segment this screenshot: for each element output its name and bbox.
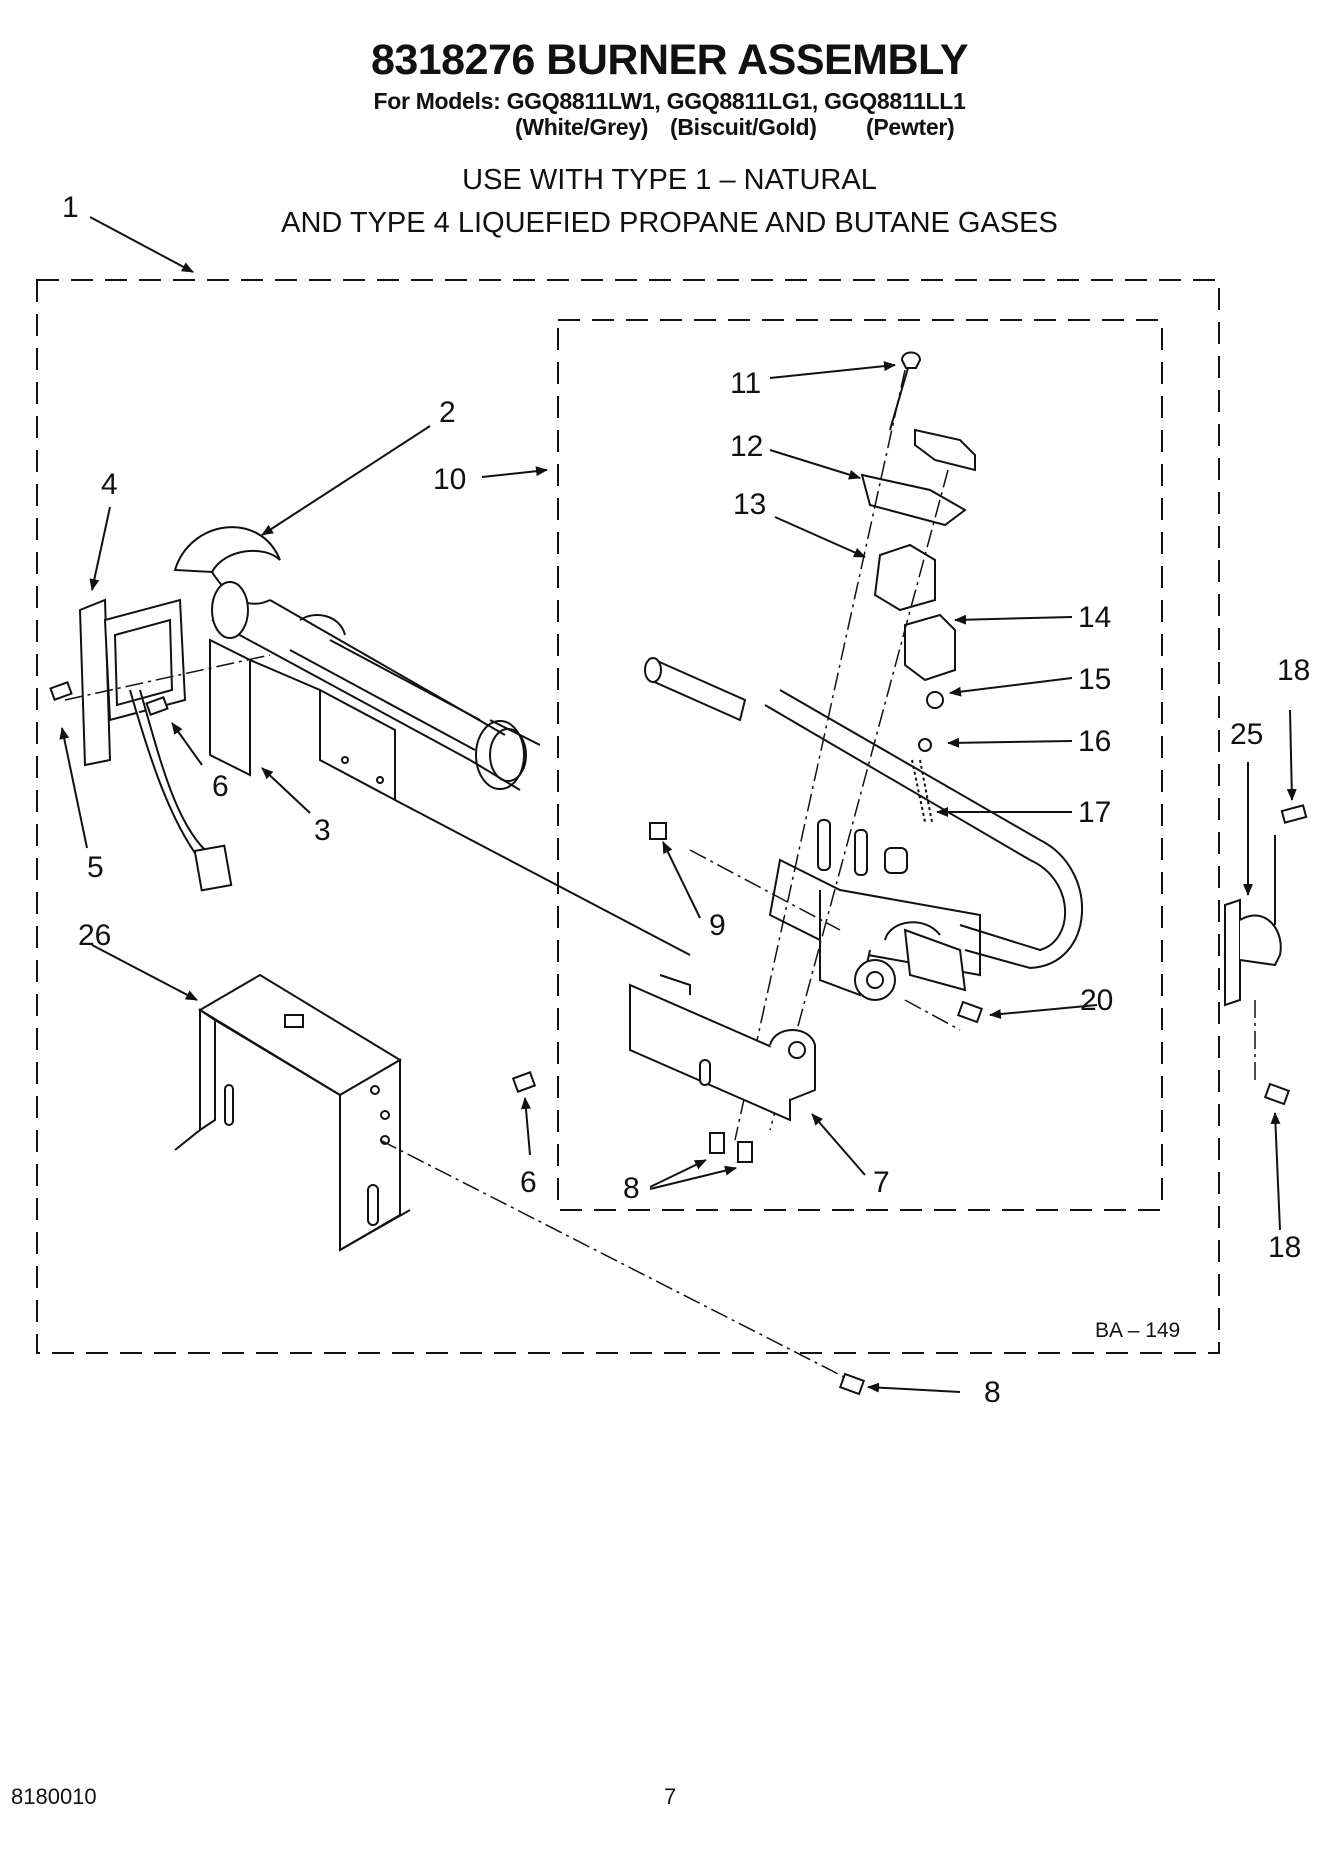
callout-12: 12 — [730, 430, 763, 463]
outer-assembly-boundary — [36, 279, 1220, 1354]
igniter-bracket — [78, 598, 233, 892]
usage-line-2: AND TYPE 4 LIQUEFIED PROPANE AND BUTANE … — [281, 207, 1058, 239]
mounting-bracket — [174, 973, 411, 1252]
callout-11: 11 — [730, 367, 761, 400]
callout-2: 2 — [439, 396, 456, 429]
burner-tube — [173, 526, 541, 791]
color-pewter: (Pewter) — [866, 114, 955, 140]
inner-valve-boundary — [557, 319, 1163, 1211]
callout-25: 25 — [1230, 718, 1263, 751]
callout-26: 26 — [78, 919, 111, 952]
callout-8-center: 8 — [623, 1172, 640, 1205]
callout-7: 7 — [873, 1166, 890, 1199]
coil-stack — [860, 351, 976, 823]
orifice-tube — [644, 657, 747, 722]
callout-16: 16 — [1078, 725, 1111, 758]
callout-5: 5 — [87, 851, 104, 884]
callout-4: 4 — [101, 468, 118, 501]
callout-17: 17 — [1078, 796, 1111, 829]
callout-10: 10 — [433, 463, 466, 496]
page-number: 7 — [664, 1784, 677, 1809]
callout-6-center: 6 — [520, 1166, 537, 1199]
flame-sensor-clip — [1224, 835, 1282, 1007]
callout-15: 15 — [1078, 663, 1111, 696]
figure-code: BA – 149 — [1095, 1319, 1180, 1342]
alignment-lines — [64, 369, 1256, 1381]
page-title: 8318276 BURNER ASSEMBLY — [370, 36, 969, 84]
callout-18-bottom: 18 — [1268, 1231, 1301, 1264]
leader-lines — [59, 216, 1297, 1393]
callout-9: 9 — [709, 909, 726, 942]
color-biscuit-gold: (Biscuit/Gold) — [670, 114, 817, 140]
color-white-grey: (White/Grey) — [515, 114, 649, 140]
callout-1: 1 — [62, 191, 79, 224]
models-line: For Models: GGQ8811LW1, GGQ8811LG1, GGQ8… — [373, 88, 966, 114]
gas-valve — [764, 689, 1083, 1001]
callout-13: 13 — [733, 488, 766, 521]
screws — [49, 681, 1308, 1396]
callout-14: 14 — [1078, 601, 1111, 634]
callout-8-bottom: 8 — [984, 1376, 1001, 1409]
callout-3: 3 — [314, 814, 331, 847]
usage-line-1: USE WITH TYPE 1 – NATURAL — [462, 164, 877, 196]
document-number: 8180010 — [11, 1784, 97, 1809]
burner-bracket — [209, 638, 691, 956]
valve-support-bracket — [629, 974, 816, 1122]
callout-6-left: 6 — [212, 770, 229, 803]
callout-18-top: 18 — [1277, 654, 1310, 687]
callout-20: 20 — [1080, 984, 1113, 1017]
